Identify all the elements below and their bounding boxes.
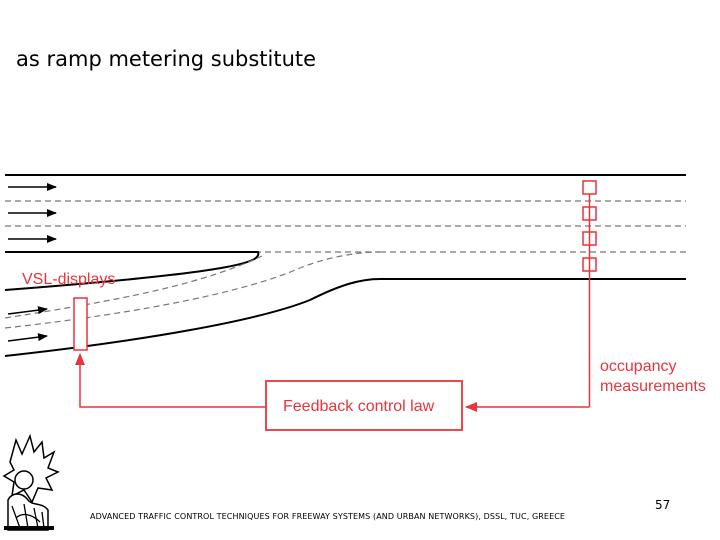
page-number: 57 <box>655 498 671 512</box>
gore-upper-edge <box>4 251 260 291</box>
feedback-control-law-label: Feedback control law <box>283 398 435 415</box>
occupancy-label-line1: occupancy <box>600 358 677 375</box>
slide-title: as ramp metering substitute <box>16 47 317 71</box>
university-crest-icon <box>2 433 60 531</box>
merge-dashed-line <box>4 251 381 329</box>
feedback-controller-box <box>265 380 463 431</box>
footer-text: ADVANCED TRAFFIC CONTROL TECHNIQUES FOR … <box>90 512 566 521</box>
detector-1 <box>582 180 597 195</box>
occupancy-label-line2: measurements <box>600 378 706 395</box>
vsl-display-sign <box>73 297 88 351</box>
vsl-displays-label: VSL-displays <box>22 271 115 288</box>
controller-to-vsl-arrow <box>75 353 266 408</box>
ramp-lower-edge <box>4 278 686 357</box>
lane-arrow-5 <box>7 333 48 342</box>
lane-arrow-4 <box>7 306 48 315</box>
